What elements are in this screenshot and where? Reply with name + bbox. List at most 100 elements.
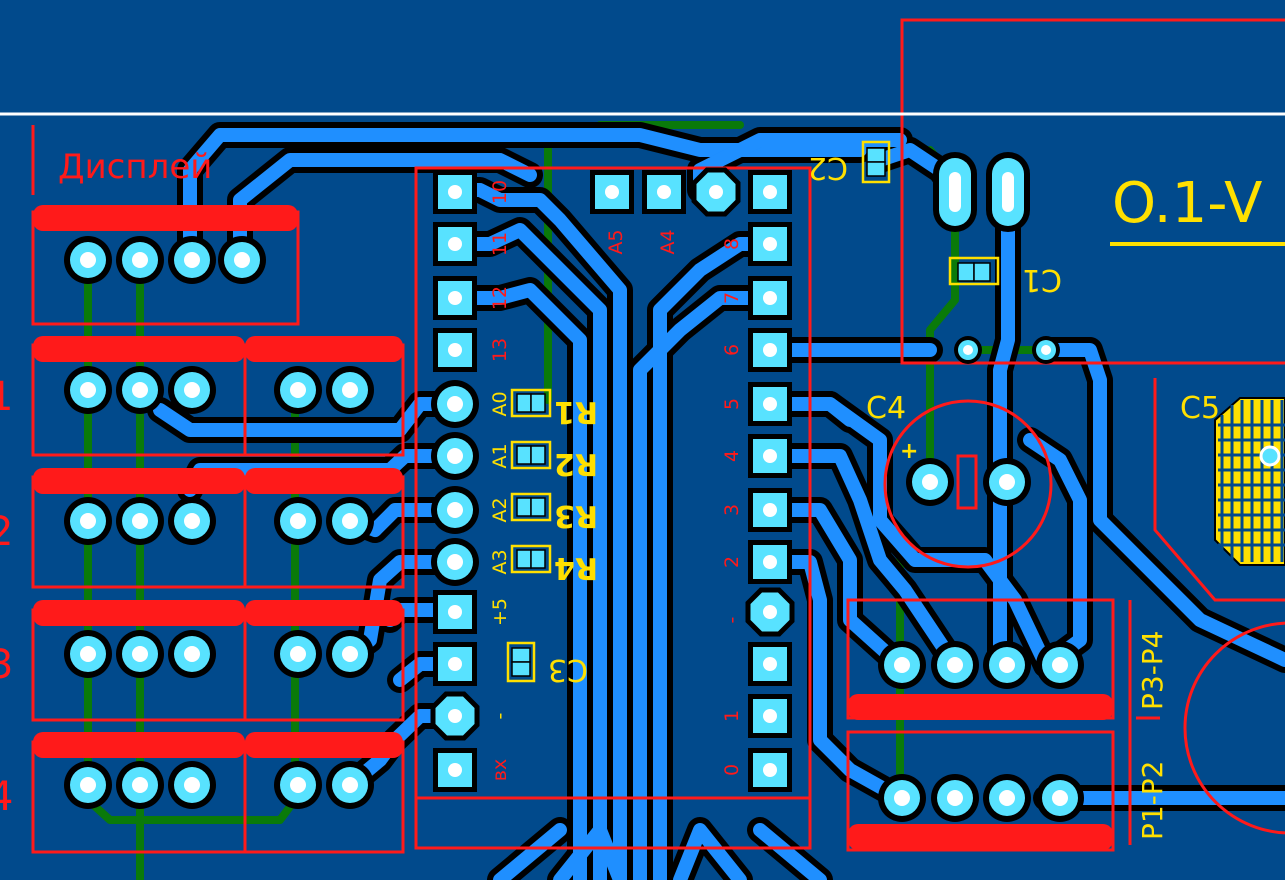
connector-bar	[245, 336, 403, 362]
connector-pad-hole	[342, 382, 358, 398]
c1-label: C1	[1022, 262, 1062, 297]
trace-segment	[493, 823, 567, 880]
connector-pad-hole	[132, 777, 148, 793]
relay-pad-hole	[1052, 790, 1068, 806]
mcu-pad-left-hole	[448, 291, 462, 305]
pin-label-left: 10	[489, 180, 511, 204]
r1-label: R1	[554, 394, 598, 429]
pin-label-left: -	[489, 713, 511, 720]
trace-segment	[763, 449, 962, 672]
pin-label-left: 12	[489, 286, 511, 310]
display-pad-hole	[234, 252, 250, 268]
pin-label-right: 3	[721, 504, 743, 516]
mcu-pad-top-hole	[657, 185, 671, 199]
pin-label-right: 2	[721, 556, 743, 568]
relay-pad-hole	[894, 657, 910, 673]
mcu-pad-right-hole	[763, 709, 777, 723]
relay-pad-hole	[1052, 657, 1068, 673]
connector-pad-hole	[290, 646, 306, 662]
trace-segment	[448, 283, 587, 880]
c4-outline	[883, 399, 1053, 569]
r4-label: R4	[554, 550, 598, 585]
mcu-pad-left-hole	[447, 396, 463, 412]
pin-label-left: +5	[489, 598, 511, 626]
pin-label-right: 5	[721, 398, 743, 410]
connector-pad-hole	[184, 382, 200, 398]
mcu-pad-right-hole	[763, 237, 777, 251]
connector-pad-hole	[342, 513, 358, 529]
mcu-pad-right-hole	[763, 555, 777, 569]
pin-label-left: 11	[489, 232, 511, 256]
mcu-pad-top-hole	[709, 185, 723, 199]
pin-label-left: A2	[489, 497, 511, 522]
edge-label-2: 2	[0, 509, 13, 555]
pin-label-right-minus: -	[721, 617, 743, 624]
connector-bars	[33, 205, 1113, 850]
connector-bar	[848, 694, 1113, 720]
c4-polarity-mark: +	[900, 439, 918, 464]
oval-pad-hole	[1002, 172, 1014, 212]
connector-bar	[33, 600, 245, 626]
r3-label: R3	[554, 498, 598, 533]
r2-footprint	[510, 440, 552, 470]
c5-outline	[1153, 378, 1285, 602]
mcu-pad-left-hole	[448, 657, 462, 671]
pin-label-left: A1	[489, 443, 511, 468]
trace-segment	[763, 503, 907, 672]
mcu-pad-right-hole	[763, 397, 777, 411]
via-hole	[963, 345, 973, 355]
connector-pad-hole	[290, 382, 306, 398]
relay-pad-hole	[947, 790, 963, 806]
c4-polarity-box	[956, 454, 978, 510]
connector-pad-hole	[184, 777, 200, 793]
r2-label: R2	[554, 446, 598, 481]
relay-pad-hole	[999, 790, 1015, 806]
display-pad-hole	[80, 252, 96, 268]
mcu-pad-top-hole	[605, 185, 619, 199]
mcu-pad-right-hole	[763, 449, 777, 463]
display-pad-hole	[132, 252, 148, 268]
pin-label-right: 0	[721, 764, 743, 776]
pin-label-top: A5	[605, 229, 627, 254]
mcu-pad-left-hole	[448, 185, 462, 199]
mcu-pad-right-hole	[763, 605, 777, 619]
c3-label: C3	[548, 652, 588, 687]
c5-label: C5	[1180, 391, 1220, 426]
connector-pad-hole	[184, 513, 200, 529]
c3-footprint	[506, 641, 536, 683]
mcu-pad-left-hole	[447, 502, 463, 518]
c4-pad-hole	[922, 474, 938, 490]
connector-bar	[33, 468, 245, 494]
trace-segment	[753, 823, 827, 880]
pin-label-right: 4	[721, 450, 743, 462]
mcu-pad-left-hole	[448, 605, 462, 619]
relay-pad-hole	[894, 790, 910, 806]
pin-label-left: A3	[489, 549, 511, 574]
c4-label: C4	[866, 391, 906, 426]
version-label: O.1-V	[1112, 171, 1262, 236]
trace-segment	[1039, 343, 1285, 667]
edge-label-1: 1	[0, 374, 13, 420]
pin-label-left: A0	[489, 391, 511, 416]
display-pad-hole	[184, 252, 200, 268]
c5-footprint	[1214, 397, 1285, 566]
pin-label-right: 7	[721, 292, 743, 304]
trace-segment	[553, 823, 627, 880]
connector-pad-hole	[80, 382, 96, 398]
edge-label-3: 3	[0, 642, 13, 688]
r1-footprint	[510, 388, 552, 418]
pin-label-right: 8	[721, 238, 743, 250]
display-label: Дисплей	[58, 147, 212, 187]
pads	[64, 152, 1084, 822]
mcu-module-outline	[414, 166, 812, 850]
mcu-pad-right-hole	[763, 503, 777, 517]
r4-footprint	[510, 544, 552, 574]
connector-bar	[245, 732, 403, 758]
pin-label-right: 6	[721, 344, 743, 356]
connector-pad-hole	[132, 382, 148, 398]
mcu-pad-left-hole	[448, 763, 462, 777]
mcu-pad-left-hole	[448, 343, 462, 357]
relay-label-p1-p2: P1-P2	[1136, 760, 1169, 840]
